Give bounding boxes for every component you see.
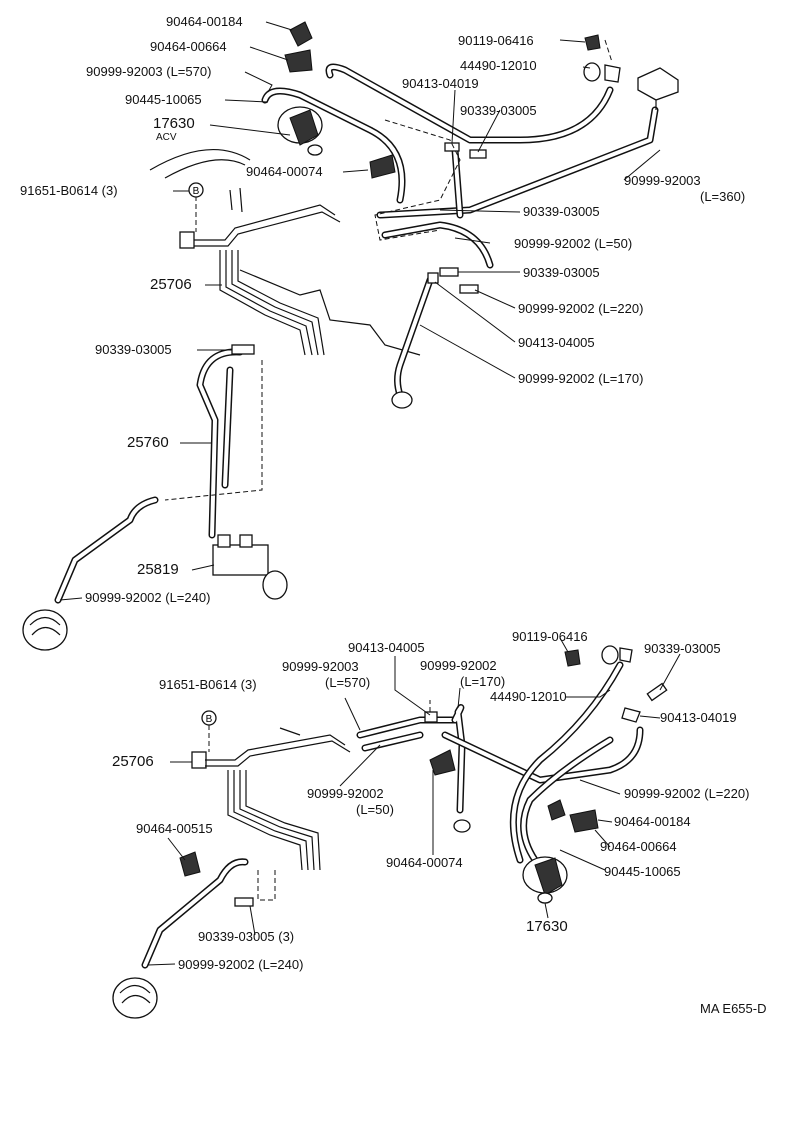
bottom-diagram: B: [112, 637, 681, 1019]
bolt-90119-bottom: [564, 649, 581, 667]
label-90339-03005-left: 90339-03005: [95, 342, 172, 357]
label-l170-bottom: (L=170): [460, 674, 506, 689]
label-90464-00074-top: 90464-00074: [246, 164, 323, 179]
hose-90999-92002-240: [54, 496, 159, 604]
connector-90339-03005-3-bottom: [234, 897, 254, 907]
label-90464-00184-top: 90464-00184: [166, 14, 243, 29]
clip-90464-00184: [289, 21, 313, 47]
hose-acv: [261, 87, 406, 204]
marker-b-top-label: B: [193, 186, 200, 197]
hose-end-bottom: [453, 819, 471, 833]
connector-90339-03005-c: [439, 267, 459, 277]
label-90999-92003-bottom: 90999-92003: [282, 659, 359, 674]
label-90339-03005-3-bottom: 90339-03005 (3): [198, 929, 295, 944]
label-17630-bottom: 17630: [526, 918, 568, 935]
label-90999-92002-top-bottom: 90999-92002: [420, 658, 497, 673]
label-90999-92002-240-top: 90999-92002 (L=240): [85, 590, 211, 605]
filter-box-top-right: [637, 67, 679, 110]
label-90464-00664-bottom: 90464-00664: [600, 839, 677, 854]
top-leader-lines: [59, 21, 661, 601]
label-l570-bottom: (L=570): [325, 675, 371, 690]
hose-90999-92002-240-bottom: [141, 858, 249, 969]
hose-stub-220: [459, 284, 479, 294]
label-25819: 25819: [137, 561, 179, 578]
clip-90464-00074-bottom: [429, 749, 456, 776]
label-l360: (L=360): [700, 189, 746, 204]
tee-90413-04005-bottom: [424, 711, 438, 723]
label-90119-06416-top: 90119-06416: [458, 33, 534, 48]
label-l50-bottom: (L=50): [356, 802, 394, 817]
label-acv: ACV: [156, 132, 177, 143]
label-90464-00664-top: 90464-00664: [150, 39, 227, 54]
body-bracket: [229, 187, 243, 213]
label-90999-92003-570-top: 90999-92003 (L=570): [86, 64, 212, 79]
diagram-code: MA E655-D: [700, 1001, 767, 1016]
label-90464-00184-bottom: 90464-00184: [614, 814, 691, 829]
label-90339-03005-c: 90339-03005: [523, 265, 600, 280]
acv-17630: [277, 106, 323, 156]
bottom-leader-lines: [147, 637, 681, 966]
connector-90339-03005-left: [231, 344, 255, 355]
clip-90464-00664-bottom: [569, 809, 599, 833]
label-90413-04005-top: 90413-04005: [518, 335, 595, 350]
label-25706-top: 25706: [150, 276, 192, 293]
label-90999-92002-240-bottom: 90999-92002 (L=240): [178, 957, 304, 972]
connector-90339-03005-a: [469, 149, 487, 159]
label-90339-03005-b: 90339-03005: [523, 204, 600, 219]
label-90413-04019-top: 90413-04019: [402, 76, 479, 91]
pipe-bundle-25706: [179, 204, 341, 356]
hose-end-170: [391, 391, 413, 409]
acv-17630-bottom: [522, 856, 568, 904]
label-90413-04019-bottom: 90413-04019: [660, 710, 737, 725]
label-90339-03005-a: 90339-03005: [460, 103, 537, 118]
label-90339-03005-r-bottom: 90339-03005: [644, 641, 721, 656]
air-filter-bottom: [112, 977, 158, 1019]
label-90999-92002-220-bottom: 90999-92002 (L=220): [624, 786, 750, 801]
clip-90464-00515-bottom: [179, 851, 201, 877]
body-outline: [149, 149, 251, 171]
label-90119-06416-bottom: 90119-06416: [512, 629, 588, 644]
label-90445-10065-bottom: 90445-10065: [604, 864, 681, 879]
connector-90339-03005-r-bottom: [646, 682, 668, 702]
pipe-bundle-25706-bottom: [191, 727, 351, 871]
clip-90464-00184-bottom: [547, 799, 566, 821]
body-edge: [239, 269, 421, 356]
label-90999-92002-50-bottom: 90999-92002: [307, 786, 384, 801]
tee-90413-04005: [427, 272, 439, 284]
label-90999-92002-50-top: 90999-92002 (L=50): [514, 236, 633, 251]
label-25760: 25760: [127, 434, 169, 451]
vsv-25819: [212, 534, 288, 600]
label-25706-bottom: 25706: [112, 753, 154, 770]
clip-90464-00074: [369, 154, 396, 179]
body-outline-inner: [164, 159, 246, 179]
bolt-90119-06416: [584, 34, 601, 51]
label-90999-92003-360: 90999-92003: [624, 173, 701, 188]
tee-90413-04019-bottom: [621, 707, 641, 723]
label-90999-92002-170-top: 90999-92002 (L=170): [518, 371, 644, 386]
label-44490-12010-bottom: 44490-12010: [490, 689, 567, 704]
marker-b-bottom: [201, 710, 217, 726]
label-90445-10065-top: 90445-10065: [125, 92, 202, 107]
air-filter-bottom-left: [22, 609, 68, 651]
hose-90999-92003-360: [376, 106, 659, 219]
label-17630-top: 17630: [153, 115, 195, 132]
hose-90445-bottom: [520, 736, 614, 864]
clip-90464-00664: [284, 49, 313, 73]
label-91651-b0614-bottom: 91651-B0614 (3): [159, 677, 257, 692]
label-90464-00074-bottom: 90464-00074: [386, 855, 463, 870]
marker-b-top: [188, 182, 204, 198]
label-90999-92002-220-top: 90999-92002 (L=220): [518, 301, 644, 316]
label-90464-00515-bottom: 90464-00515: [136, 821, 213, 836]
top-diagram: B: [22, 21, 679, 651]
marker-b-bottom-label: B: [206, 714, 213, 725]
vtv-44490-bottom: [601, 645, 633, 665]
label-90413-04005-bottom: 90413-04005: [348, 640, 425, 655]
vtv-44490-12010: [583, 62, 621, 83]
label-91651-b0614-top: 91651-B0614 (3): [20, 183, 118, 198]
label-44490-12010-top: 44490-12010: [460, 58, 537, 73]
